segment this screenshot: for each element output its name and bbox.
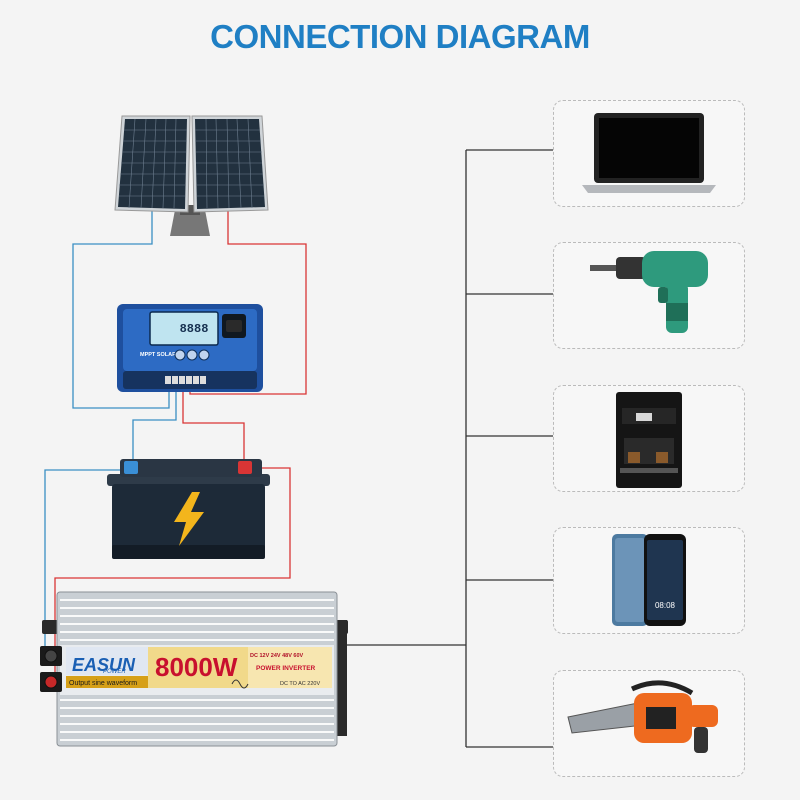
drill-icon	[590, 251, 708, 333]
appliance-card-phone: 08:08	[553, 527, 745, 634]
chainsaw-icon	[567, 680, 718, 753]
inverter-waveform-label: Output sine waveform	[69, 680, 137, 687]
controller-button-left	[174, 349, 186, 361]
appliance-card-laptop	[553, 100, 745, 207]
battery-negative-terminal	[124, 461, 138, 474]
diagram-title: CONNECTION DIAGRAM	[210, 18, 590, 55]
panel-negative-wire	[72, 205, 170, 409]
controller-terminals	[165, 376, 206, 384]
wiring	[44, 149, 553, 748]
controller-button-mid	[186, 349, 198, 361]
inverter-wattage: 8000W	[155, 652, 238, 682]
inverter-conversion: DC TO AC 220V	[280, 681, 320, 687]
inverter-brand-sub: POWER	[103, 669, 126, 675]
controller-lcd	[149, 311, 219, 346]
appliance-card-chainsaw	[553, 670, 745, 777]
controller-button-right	[198, 349, 210, 361]
phone-clock: 08:08	[655, 601, 676, 610]
sine-wave-icon	[231, 679, 249, 689]
inverter-dc-options: DC 12V 24V 48V 60V	[250, 653, 304, 659]
lightning-bolt-icon	[174, 492, 204, 546]
solar-panel-icon	[114, 115, 269, 236]
battery-positive-terminal	[238, 461, 252, 474]
charge-controller: 8888 MPPT SOLAR	[117, 304, 263, 392]
power-inverter: EASUN POWER Output sine waveform 8000W D…	[40, 591, 348, 747]
appliance-card-drill	[553, 242, 745, 349]
inverter-brand: EASUN	[72, 655, 136, 675]
controller-battery-positive-wire	[182, 378, 245, 464]
battery	[107, 459, 270, 559]
smartphone-icon: 08:08	[612, 534, 686, 626]
controller-label: MPPT SOLAR	[140, 352, 176, 358]
coffee-machine-icon	[616, 392, 682, 488]
inverter-product-type: POWER INVERTER	[256, 665, 316, 672]
laptop-icon	[582, 113, 716, 193]
controller-battery-negative-wire	[132, 378, 177, 464]
appliance-card-coffee	[553, 385, 745, 492]
controller-lcd-digits: 8888	[180, 322, 209, 336]
